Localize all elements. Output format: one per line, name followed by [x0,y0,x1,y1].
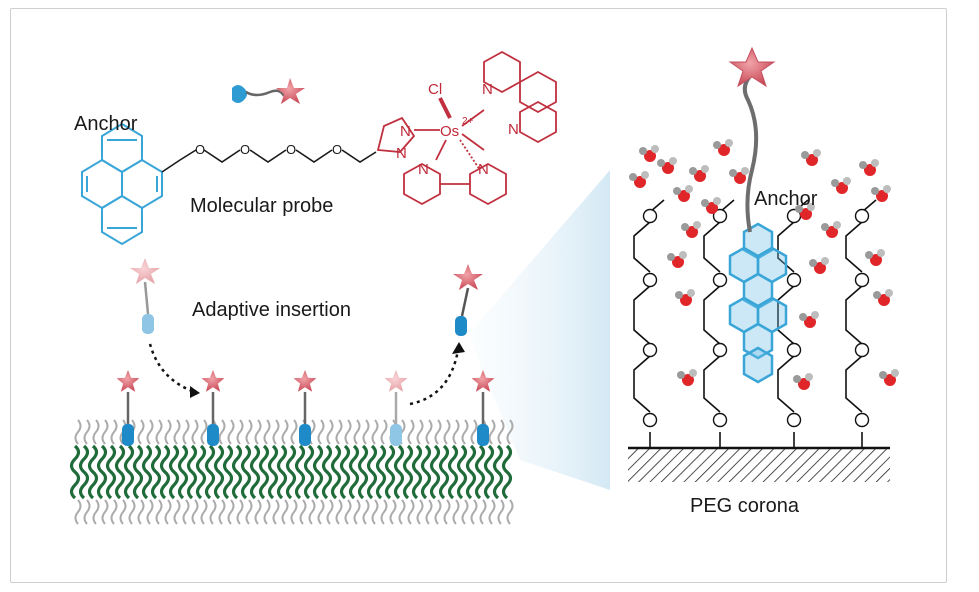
os-charge: 2+ [462,116,474,127]
peg-corona-panel [628,446,890,482]
ether-o-2: O [240,142,250,157]
probe-tether [742,72,759,233]
free-probe-right [453,264,483,336]
osmium-complex-structure [376,50,557,206]
atom-n-5: N [418,161,429,178]
probe-icon-top [232,78,305,104]
insertion-arrow-in [148,343,196,394]
ether-o-4: O [332,142,342,157]
atom-n-1: N [400,123,411,140]
pyrene-anchor-structure [81,122,163,246]
label-peg-corona: PEG corona [690,495,800,517]
inserted-pyrene-anchor [728,222,788,384]
atom-n-6: N [478,161,489,178]
zoom-beam [468,170,610,490]
free-probe-left [130,258,160,334]
insertion-arrow-out [409,349,460,406]
lipid-layer-green [69,444,513,500]
label-adaptive-insertion: Adaptive insertion [192,299,351,321]
atom-n-2: N [396,145,407,162]
label-anchor-right: Anchor [754,188,818,210]
label-molecular-probe: Molecular probe [190,195,333,217]
atom-n-3: N [482,81,493,98]
ether-o-3: O [286,142,296,157]
lipid-tails-grey [74,419,514,525]
peg-linker [161,149,377,173]
water-molecules [629,139,899,390]
ether-o-1: O [195,142,205,157]
inserted-probes [116,370,495,446]
probe-star-top [728,46,776,88]
atom-os: Os [440,123,459,140]
atom-n-4: N [508,121,519,138]
peg-chains [633,199,877,448]
atom-cl: Cl [428,81,442,98]
label-anchor-top: Anchor [74,113,138,135]
